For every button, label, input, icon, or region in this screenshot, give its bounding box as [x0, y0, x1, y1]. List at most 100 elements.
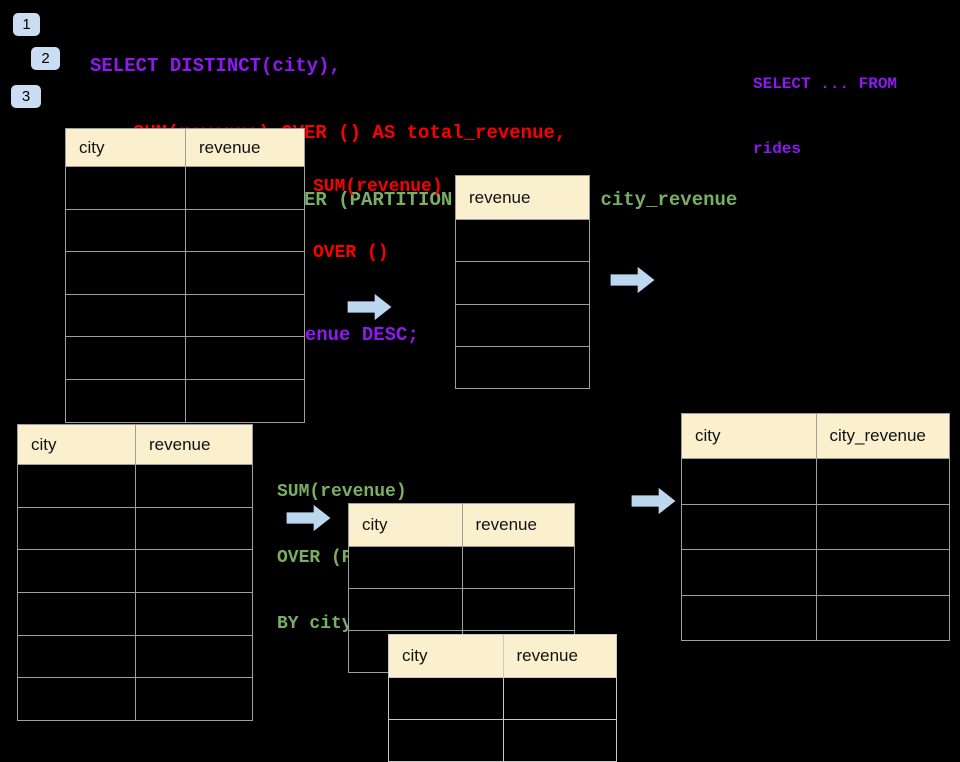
empty-cell — [135, 465, 252, 507]
empty-cell — [815, 504, 950, 549]
empty-cell — [502, 720, 617, 761]
table-row — [389, 719, 616, 761]
column-header: city — [695, 426, 721, 445]
column-header: revenue — [469, 187, 531, 207]
empty-cell — [185, 252, 304, 294]
label-line: SUM(revenue) — [277, 482, 407, 502]
empty-cell — [18, 678, 135, 720]
column-header: city_revenue — [815, 414, 950, 458]
city-revenue-result-table: city city_revenue — [681, 413, 950, 641]
total-revenue-window-label: SUM(revenue) OVER () — [313, 132, 443, 286]
empty-cell — [815, 550, 950, 595]
table-header-row: city revenue — [389, 635, 616, 677]
flow-arrow-right-icon — [347, 293, 392, 321]
flow-arrow-right-icon — [286, 504, 331, 532]
empty-cell — [185, 209, 304, 252]
total-revenue-result-table: revenue — [455, 175, 590, 390]
source-table-top: city revenue — [65, 128, 305, 423]
column-header: revenue — [502, 635, 617, 677]
column-header: city — [79, 137, 105, 157]
empty-cell — [682, 550, 816, 595]
table-row — [456, 345, 589, 388]
empty-cell — [18, 636, 135, 678]
table-row — [66, 251, 304, 294]
table-row — [456, 303, 589, 346]
table-row — [456, 261, 589, 303]
empty-cell — [66, 337, 185, 379]
table-row — [349, 588, 574, 630]
table-row — [18, 634, 252, 678]
sql-code-line: SELECT DISTINCT(city), — [90, 54, 341, 77]
empty-cell — [461, 589, 575, 630]
empty-cell — [18, 593, 135, 635]
empty-cell — [461, 547, 575, 588]
table-row — [66, 166, 304, 209]
label-line: SUM(revenue) — [313, 177, 443, 197]
column-header: city — [31, 434, 57, 454]
table-row — [682, 549, 949, 595]
table-header-row: city city_revenue — [682, 414, 949, 458]
empty-cell — [389, 720, 503, 761]
table-row — [349, 546, 574, 588]
table-row — [682, 458, 949, 504]
query-abbrev-note: SELECT ... FROM rides — [753, 31, 897, 182]
empty-cell — [682, 459, 816, 504]
empty-cell — [815, 595, 950, 640]
step-badge-1: 1 — [13, 13, 40, 36]
empty-cell — [66, 210, 185, 252]
empty-cell — [815, 459, 950, 504]
table-row — [682, 594, 950, 641]
empty-cell — [185, 294, 304, 337]
table-row — [456, 219, 589, 261]
table-row — [66, 336, 304, 379]
table-row — [18, 506, 252, 550]
table-row — [682, 503, 950, 550]
column-header: revenue — [461, 504, 575, 546]
empty-cell — [18, 550, 135, 592]
table-row — [18, 464, 252, 507]
table-row — [18, 677, 252, 721]
empty-cell — [135, 507, 252, 550]
empty-cell — [66, 252, 185, 294]
flow-arrow-right-icon — [631, 487, 676, 515]
step-badge-3: 3 — [11, 85, 41, 108]
label-line: OVER () — [313, 243, 389, 263]
empty-cell — [349, 589, 462, 630]
query-abbrev-line: rides — [753, 139, 802, 158]
empty-cell — [502, 678, 617, 719]
partition-overlay-table: city revenue — [388, 634, 617, 762]
empty-cell — [66, 380, 185, 422]
empty-cell — [135, 593, 252, 635]
table-header-row: city revenue — [66, 129, 304, 166]
empty-cell — [18, 465, 135, 507]
empty-cell — [135, 635, 252, 678]
flow-arrow-right-icon — [610, 266, 655, 294]
empty-cell — [18, 508, 135, 550]
table-header-row: revenue — [456, 176, 589, 219]
column-header: revenue — [185, 129, 304, 166]
empty-cell — [185, 167, 304, 209]
empty-cell — [185, 379, 304, 422]
empty-cell — [682, 505, 816, 550]
empty-cell — [185, 337, 304, 379]
step-badge-2: 2 — [31, 47, 60, 70]
table-row — [66, 208, 304, 252]
table-row — [66, 293, 304, 337]
table-row — [18, 592, 252, 635]
table-row — [18, 549, 252, 593]
empty-cell — [456, 262, 589, 303]
column-header: city — [362, 515, 388, 534]
empty-cell — [135, 550, 252, 593]
empty-cell — [456, 305, 589, 346]
empty-cell — [682, 596, 816, 641]
empty-cell — [389, 678, 503, 719]
empty-cell — [349, 547, 462, 588]
table-row — [389, 677, 616, 719]
query-abbrev-line: SELECT ... FROM — [753, 75, 898, 93]
empty-cell — [135, 678, 252, 721]
empty-cell — [66, 295, 185, 337]
empty-cell — [66, 167, 185, 209]
column-header: city — [402, 646, 428, 665]
